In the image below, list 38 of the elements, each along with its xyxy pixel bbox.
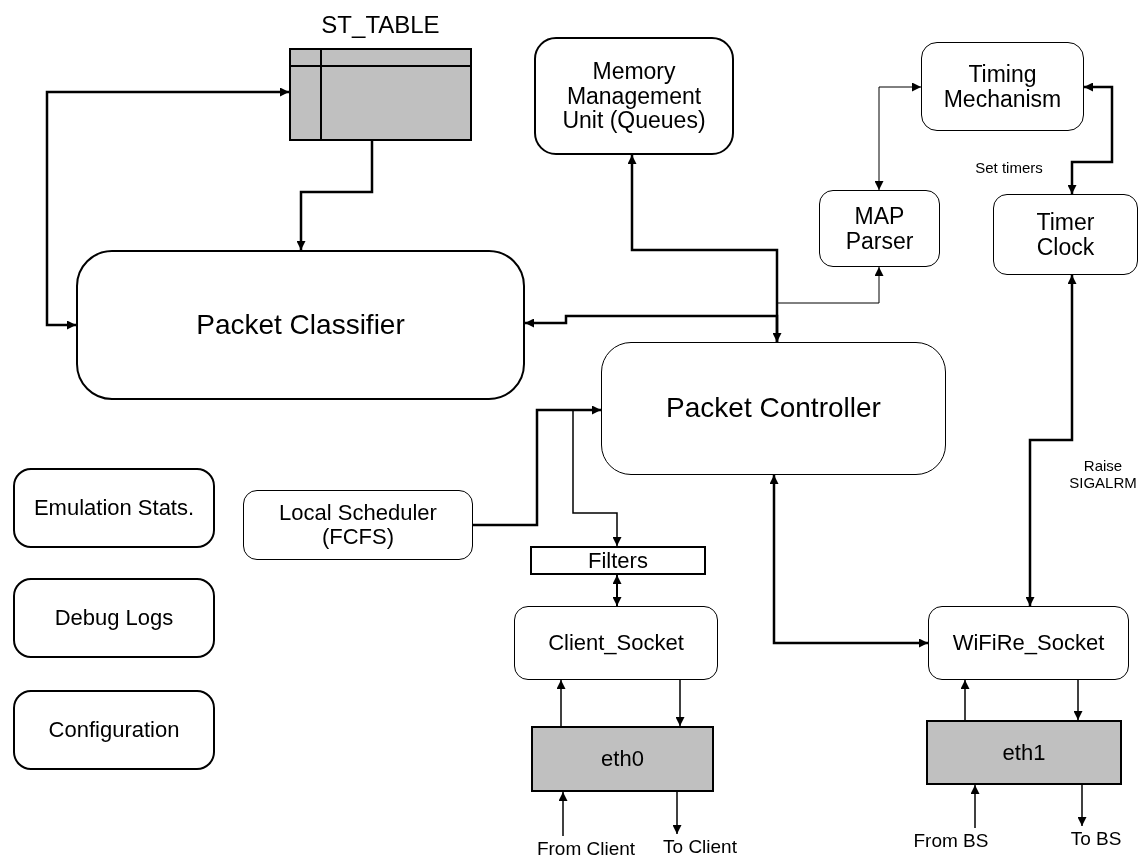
arrow	[970, 784, 980, 829]
process-box: Local Scheduler (FCFS)	[243, 490, 473, 560]
table-title: ST_TABLE	[320, 12, 441, 38]
process-box: Timing Mechanism	[921, 42, 1084, 131]
arrow	[556, 679, 566, 727]
process-box: Packet Controller	[601, 342, 946, 475]
interface-box: eth0	[531, 726, 714, 792]
process-box: Filters	[530, 546, 706, 575]
arrow	[525, 314, 779, 342]
arrow	[45, 87, 289, 330]
arrow	[296, 141, 374, 250]
arrow	[1067, 82, 1114, 194]
arrow	[1073, 679, 1083, 721]
process-box: Client_Socket	[514, 606, 718, 680]
process-box: Debug Logs	[13, 578, 215, 658]
arrow	[675, 679, 685, 727]
arrow	[612, 574, 622, 607]
io-label: To Client	[652, 834, 748, 860]
interface-box: eth1	[926, 720, 1122, 785]
process-box: MAP Parser	[819, 190, 940, 267]
arrow	[672, 791, 682, 835]
arrow	[1077, 784, 1087, 827]
process-box: Emulation Stats.	[13, 468, 215, 548]
process-box: WiFiRe_Socket	[928, 606, 1129, 680]
arrow	[769, 475, 928, 648]
arrow	[558, 791, 568, 837]
arrow	[960, 679, 970, 721]
edge-label: Raise SIGALRM	[1068, 458, 1138, 491]
arrow	[627, 155, 782, 342]
arrow	[874, 82, 922, 191]
process-box: Memory Management Unit (Queues)	[534, 37, 734, 155]
io-label: From BS	[903, 828, 999, 854]
io-label: From Client	[525, 836, 647, 862]
process-box: Packet Classifier	[76, 250, 525, 400]
process-box: Configuration	[13, 690, 215, 770]
process-box: Timer Clock	[993, 194, 1138, 275]
arrow	[1025, 275, 1077, 606]
io-label: To BS	[1060, 826, 1132, 852]
